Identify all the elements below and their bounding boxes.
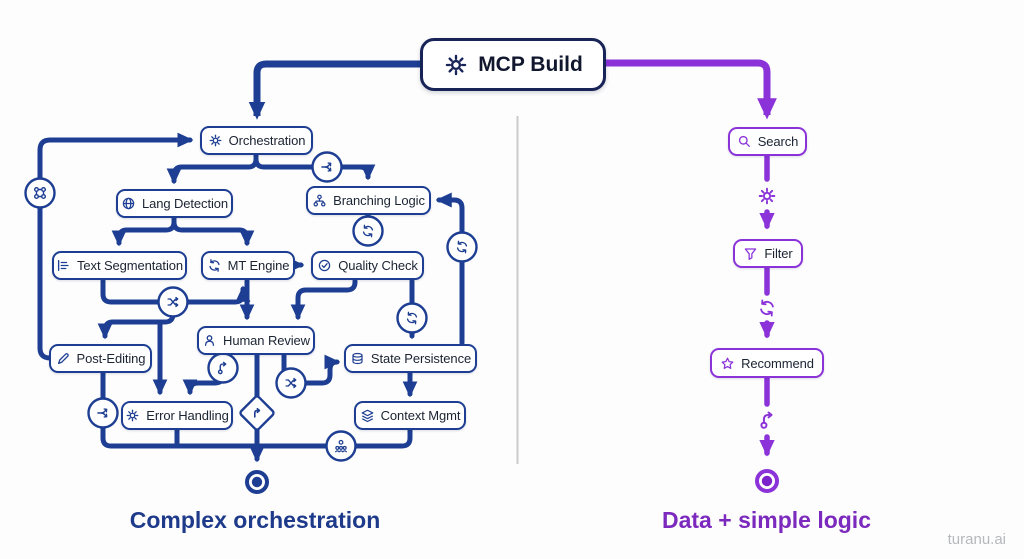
- node-label: Filter: [764, 246, 793, 261]
- split-arrows-icon: [311, 151, 343, 183]
- edge-postediting-merge: [100, 370, 258, 449]
- layers-icon: [361, 409, 373, 423]
- person-icon: [204, 335, 215, 346]
- edge-mcp-to-orchestration: [248, 60, 423, 120]
- refresh-icon: [760, 299, 774, 317]
- node-mcp-build: MCP Build: [420, 38, 606, 91]
- node-label: Orchestration: [228, 133, 306, 148]
- node-label: Human Review: [223, 333, 310, 348]
- document-lines-icon: [57, 259, 69, 272]
- tree-icon: [313, 194, 326, 207]
- node-error-handling: Error Handling: [121, 401, 233, 430]
- shuffle-icon: [275, 367, 307, 399]
- node-context-mgmt: Context Mgmt: [354, 401, 466, 430]
- refresh-icon: [446, 231, 478, 263]
- node-label: Text Segmentation: [77, 258, 183, 273]
- check-circle-icon: [318, 259, 331, 272]
- edge-qualitycheck-humanreview: [290, 278, 358, 321]
- star-icon: [721, 357, 734, 369]
- edge-postediting-loop-orchestration: [37, 132, 194, 361]
- node-label: Quality Check: [338, 258, 418, 273]
- node-label: MT Engine: [227, 258, 290, 273]
- node-label: Branching Logic: [333, 193, 425, 208]
- refresh-icon: [209, 259, 220, 272]
- split-arrows-icon: [87, 397, 119, 429]
- caption-complex-orchestration: Complex orchestration: [129, 507, 381, 533]
- edge-contextmgmt-merge: [254, 427, 413, 449]
- git-branch-icon: [207, 352, 239, 384]
- node-text-segmentation: Text Segmentation: [52, 251, 187, 280]
- team-icon: [325, 430, 357, 462]
- search-icon: [738, 135, 750, 147]
- refresh-icon: [352, 215, 384, 247]
- end-node-right: [755, 469, 779, 493]
- node-mt-engine: MT Engine: [201, 251, 295, 280]
- node-search: Search: [728, 127, 807, 156]
- gear-icon: [209, 134, 222, 147]
- pencil-icon: [57, 353, 69, 365]
- node-label: Lang Detection: [141, 196, 229, 211]
- workflow-icon: [24, 177, 56, 209]
- shuffle-icon: [157, 286, 189, 318]
- watermark-turanu-ai: turanu.ai: [947, 531, 1006, 548]
- node-filter: Filter: [733, 239, 803, 268]
- node-human-review: Human Review: [197, 326, 315, 355]
- database-icon: [352, 352, 363, 365]
- gear-icon: [758, 187, 776, 205]
- gear-icon: [126, 409, 139, 422]
- end-node-left: [245, 470, 269, 494]
- globe-icon: [122, 197, 135, 210]
- node-label: Recommend: [741, 355, 814, 371]
- node-lang-detection: Lang Detection: [116, 189, 233, 218]
- filter-icon: [745, 248, 757, 260]
- node-label: Search: [757, 134, 799, 149]
- git-merge-icon: [760, 411, 773, 429]
- edge-lang-textsegmentation: [111, 215, 177, 247]
- node-state-persistence: State Persistence: [344, 344, 477, 373]
- node-recommend: Recommend: [710, 348, 824, 378]
- refresh-icon: [396, 302, 428, 334]
- edge-orchestration-langdetection: [166, 152, 259, 185]
- node-post-editing: Post-Editing: [49, 344, 152, 373]
- mcp-build-label: MCP Build: [478, 52, 583, 76]
- node-label: Post-Editing: [76, 351, 146, 366]
- edge-lang-mtengine: [171, 215, 255, 247]
- node-orchestration: Orchestration: [200, 126, 313, 155]
- left-edge-badges: [24, 151, 478, 462]
- node-label: State Persistence: [370, 351, 472, 366]
- edge-statepersistence-branching-loop: [435, 192, 465, 346]
- node-label: Context Mgmt: [380, 408, 461, 423]
- gear-icon: [445, 54, 467, 75]
- decision-arrow-icon: [239, 395, 275, 431]
- caption-data-simple-logic: Data + simple logic: [662, 507, 871, 533]
- node-branching-logic: Branching Logic: [306, 186, 431, 215]
- edge-mcp-to-search: [603, 59, 777, 120]
- node-label: Error Handling: [146, 408, 229, 423]
- node-quality-check: Quality Check: [311, 251, 424, 280]
